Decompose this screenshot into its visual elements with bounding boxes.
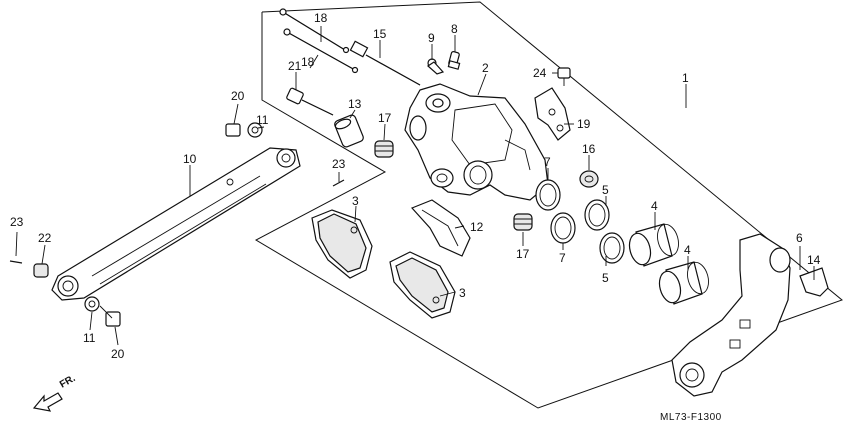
dust-seal-upper: [584, 199, 610, 231]
piston-lower: [658, 261, 709, 305]
caliper-body: [404, 83, 549, 201]
cotter-pin-right: [332, 179, 345, 187]
slide-pin: [349, 40, 421, 86]
callout-13: 13: [348, 97, 362, 111]
callout-23b: 23: [332, 157, 346, 171]
front-direction-indicator: FR.: [32, 373, 78, 412]
torque-rod-bolt-upper: [225, 123, 241, 137]
small-bolt: [557, 67, 571, 86]
torque-rod-bolt-lower: [99, 305, 121, 327]
callout-20a: 20: [231, 89, 245, 103]
assembly-boundary: [254, 1, 843, 409]
front-label: FR.: [58, 373, 78, 391]
callout-8: 8: [451, 22, 458, 36]
piston-upper: [628, 223, 679, 267]
front-arrow-icon: [32, 392, 63, 412]
pin-boot-upper: [374, 140, 394, 158]
callout-15: 15: [373, 27, 387, 41]
callout-3a: 3: [352, 194, 359, 208]
callout-21: 21: [288, 59, 302, 73]
bleeder-valve: [447, 51, 461, 70]
callout-5b: 5: [602, 271, 609, 285]
pad-spring: [534, 87, 571, 141]
callout-5a: 5: [602, 183, 609, 197]
callout-11b: 11: [83, 331, 96, 345]
callout-19: 19: [577, 117, 591, 131]
callout-24: 24: [533, 66, 547, 80]
callout-17b: 17: [516, 247, 530, 261]
dust-seal-lower: [599, 232, 625, 264]
callout-12: 12: [470, 220, 484, 234]
torque-rod: [51, 147, 301, 301]
washer-upper: [247, 122, 263, 138]
callout-20b: 20: [111, 347, 125, 361]
cotter-pin-left: [9, 260, 23, 264]
callout-17a: 17: [378, 111, 392, 125]
nut: [33, 263, 49, 278]
caliper-pin-upper: [279, 8, 350, 54]
washer-lower: [84, 296, 100, 312]
drawing-code: ML73-F1300: [660, 412, 722, 423]
pin-boot-lower: [513, 213, 533, 231]
callout-7b: 7: [559, 251, 566, 265]
piston-seal-lower: [550, 212, 576, 244]
callout-22: 22: [38, 231, 52, 245]
caliper-bracket: [671, 233, 791, 397]
sleeve: [334, 114, 364, 148]
bolt: [286, 87, 334, 116]
callout-7a: 7: [544, 155, 551, 169]
callout-11a: 11: [256, 113, 269, 127]
callout-1: 1: [682, 71, 689, 85]
callout-6: 6: [796, 231, 803, 245]
callout-18a: 18: [314, 11, 328, 25]
callout-10: 10: [183, 152, 197, 166]
leader-lines: [15, 26, 815, 346]
cap-nut: [579, 170, 599, 188]
callout-23a: 23: [10, 215, 24, 229]
callout-labels: 1 2 3 3 4 4 5 5 6 7 7 8 9 10 11 11 12 13…: [10, 11, 821, 361]
brake-pad-upper: [311, 209, 373, 279]
callout-4b: 4: [684, 243, 691, 257]
retainer-clip: [799, 267, 829, 297]
callout-16: 16: [582, 142, 596, 156]
piston-seal-upper: [535, 179, 561, 211]
callout-2: 2: [482, 61, 489, 75]
caliper-pin-lower: [283, 28, 359, 74]
callout-4a: 4: [651, 199, 658, 213]
bleeder-cap: [427, 58, 445, 75]
callout-3b: 3: [459, 286, 466, 300]
brake-pad-lower: [389, 251, 456, 319]
callout-18b: 18: [301, 55, 315, 69]
callout-14: 14: [807, 253, 821, 267]
callout-9: 9: [428, 31, 435, 45]
pad-shim: [410, 199, 471, 257]
